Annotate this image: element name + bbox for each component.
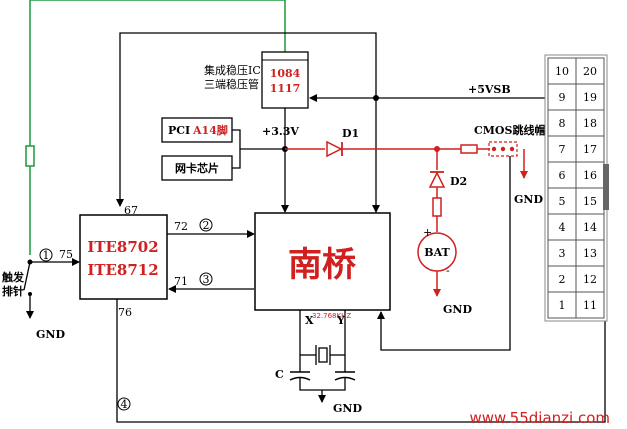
connector-pin-label: 4 bbox=[559, 221, 566, 234]
connector-pin-label: 16 bbox=[583, 169, 597, 182]
connector-cell bbox=[547, 57, 577, 85]
connector-cell bbox=[547, 135, 577, 163]
connector-pin-label: 18 bbox=[583, 117, 597, 130]
connector-cell bbox=[575, 135, 605, 163]
connector-pin-label: 10 bbox=[555, 65, 569, 78]
crystal-x: X bbox=[305, 314, 314, 327]
pci-prefix: PCI bbox=[168, 124, 190, 137]
south-bridge-label: 南桥 bbox=[288, 245, 356, 285]
pci-box bbox=[161, 117, 233, 143]
connector-pin-label: 17 bbox=[583, 143, 597, 156]
connector-cell bbox=[547, 109, 577, 137]
connector-pin-label: 6 bbox=[559, 169, 566, 182]
trigger-label-2: 排针 bbox=[2, 284, 24, 298]
connector-cell bbox=[547, 291, 577, 319]
ite-pin75: 75 bbox=[59, 248, 73, 261]
connector-cell bbox=[575, 239, 605, 267]
connector-pin-label: 1 bbox=[559, 299, 566, 312]
capacitor-icon bbox=[289, 355, 356, 403]
step-1: 1 bbox=[43, 249, 50, 262]
resistor-icon bbox=[25, 145, 35, 167]
cap-label: C bbox=[275, 368, 284, 381]
cmos-resistor-icon bbox=[460, 144, 478, 154]
connector-cell bbox=[547, 187, 577, 215]
connector-pin-label: 7 bbox=[559, 143, 566, 156]
trigger-label-1: 触发 bbox=[1, 270, 25, 284]
gnd-trigger: GND bbox=[36, 328, 65, 341]
ite-pin72: 72 bbox=[174, 220, 188, 233]
v5sb-label: +5VSB bbox=[468, 83, 511, 96]
d2-label: D2 bbox=[450, 175, 467, 188]
crystal-y: Y bbox=[336, 314, 345, 327]
connector-cell bbox=[547, 161, 577, 189]
step-3: 3 bbox=[203, 273, 210, 286]
connector-pin-label: 12 bbox=[583, 273, 597, 286]
connector-pin-label: 19 bbox=[583, 91, 597, 104]
v33-label: +3.3V bbox=[262, 125, 299, 138]
connector-pin-highlight bbox=[603, 164, 609, 210]
connector-pin-label: 15 bbox=[583, 195, 597, 208]
connector-cell bbox=[547, 239, 577, 267]
ite-pin76: 76 bbox=[118, 306, 132, 319]
d1-label: D1 bbox=[342, 127, 359, 140]
connector-pin-label: 8 bbox=[559, 117, 566, 130]
connector-cell bbox=[575, 57, 605, 85]
connector-pin-label: 14 bbox=[583, 221, 597, 234]
trigger-green-wire bbox=[25, 0, 286, 255]
regulator-desc: 三端稳压管 bbox=[204, 77, 259, 91]
crystal-freq: 32.768KHZ bbox=[312, 312, 351, 320]
ite-pin71: 71 bbox=[174, 275, 188, 288]
ite-chip-box bbox=[79, 214, 168, 300]
battery-plus: + bbox=[423, 226, 432, 239]
diode-d2-icon bbox=[428, 171, 446, 188]
regulator-ic: 1084 1117 bbox=[261, 51, 309, 109]
ite-line1: ITE8702 bbox=[87, 238, 158, 256]
nic-label: 网卡芯片 bbox=[175, 161, 219, 175]
battery-label: BAT bbox=[424, 246, 450, 259]
connector-cell bbox=[575, 265, 605, 293]
step-4: 4 bbox=[121, 398, 128, 411]
regulator-part2: 1117 bbox=[270, 82, 301, 95]
cmos-jumper bbox=[488, 141, 518, 157]
gnd-cmos: GND bbox=[514, 193, 543, 206]
connector-cell bbox=[575, 291, 605, 319]
trigger-switch-icon bbox=[23, 259, 34, 319]
battery-minus: - bbox=[446, 264, 450, 277]
connector-pin-label: 20 bbox=[583, 65, 597, 78]
cmos-label: CMOS跳线帽 bbox=[474, 123, 545, 137]
connector-pin-label: 5 bbox=[559, 195, 566, 208]
connector-pin-label: 3 bbox=[559, 247, 566, 260]
pci-pin: A14脚 bbox=[192, 123, 228, 137]
connector-pin-label: 2 bbox=[559, 273, 566, 286]
connector-pin-label: 9 bbox=[559, 91, 566, 104]
gnd-crystal: GND bbox=[333, 402, 362, 415]
ite-line2: ITE8712 bbox=[87, 261, 158, 279]
ite-pin67: 67 bbox=[124, 204, 138, 217]
step-2: 2 bbox=[203, 219, 210, 232]
south-bridge-box bbox=[254, 212, 391, 311]
nic-box bbox=[161, 155, 233, 181]
connector-pin-label: 13 bbox=[583, 247, 597, 260]
gnd-battery: GND bbox=[443, 303, 472, 316]
connector-pin-label: 11 bbox=[583, 299, 597, 312]
battery-resistor-icon bbox=[432, 197, 442, 217]
connector-cell bbox=[547, 265, 577, 293]
watermark: www.55dianzi.com bbox=[469, 409, 610, 427]
diode-d1-icon bbox=[326, 140, 343, 158]
regulator-name: 集成稳压IC bbox=[204, 63, 261, 77]
connector-cell bbox=[575, 213, 605, 241]
regulator-part1: 1084 bbox=[270, 67, 301, 80]
crystal-icon bbox=[299, 310, 346, 365]
